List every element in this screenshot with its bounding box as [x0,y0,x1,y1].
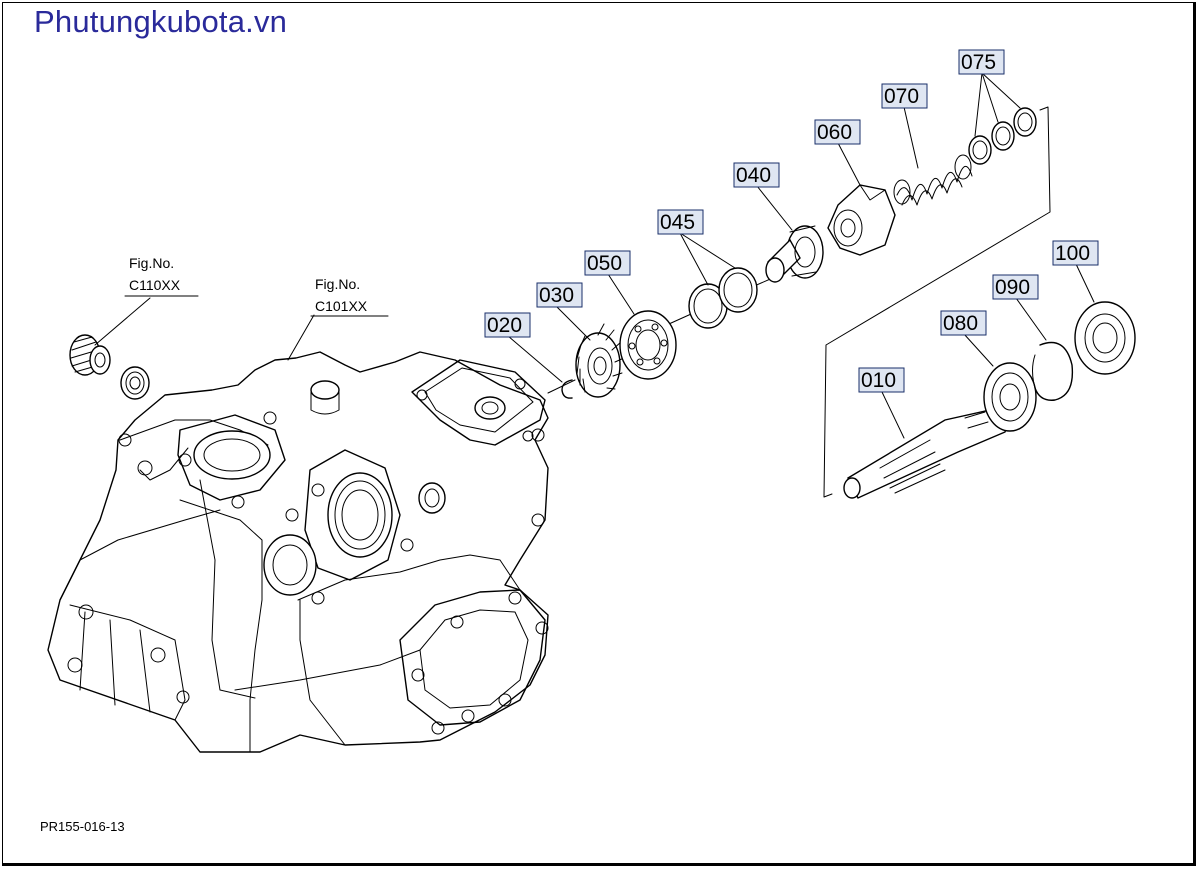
part-tag-020-label: 020 [487,314,522,337]
part-tag-030[interactable]: 030 [536,282,583,308]
part-060-coupler [827,184,896,256]
part-tag-075-label: 075 [961,51,996,74]
part-tag-030-label: 030 [539,284,574,307]
leader-lines [94,72,1095,439]
part-tag-050[interactable]: 050 [584,250,631,276]
part-010-shaft [843,409,1011,499]
part-070-spring [893,154,973,206]
ref-fig-c110xx-code: C110XX [129,277,181,293]
part-tag-010[interactable]: 010 [858,367,905,393]
part-tag-020[interactable]: 020 [484,312,531,338]
part-tag-060-label: 060 [817,121,852,144]
part-030-bevel-gear [575,323,625,398]
part-tag-045-label: 045 [660,211,695,234]
ref-fig-c101xx: Fig.No. C101XX [310,276,389,317]
part-tag-080[interactable]: 080 [940,310,987,336]
part-tag-045[interactable]: 045 [657,209,704,235]
part-tag-100[interactable]: 100 [1052,240,1099,266]
figure-code: PR155-016-13 [40,819,125,834]
part-040-hub [765,225,824,283]
ref-small-gear [69,334,111,376]
part-tag-100-label: 100 [1055,242,1090,265]
ref-fig-c101xx-title: Fig.No. [315,276,360,292]
part-020-circlip [561,379,573,399]
part-045-shims [688,267,758,329]
part-tag-090[interactable]: 090 [992,274,1039,300]
part-tag-080-label: 080 [943,312,978,335]
part-tag-040-label: 040 [736,164,771,187]
transmission-housing [47,351,549,753]
part-tag-060[interactable]: 060 [814,119,861,145]
ref-fig-c110xx-title: Fig.No. [129,255,174,271]
part-tag-070[interactable]: 070 [881,83,928,109]
ref-small-bearing [120,366,150,400]
part-tag-090-label: 090 [995,276,1030,299]
part-tag-075[interactable]: 075 [958,49,1005,75]
part-090-snap-ring [1032,341,1074,401]
ref-fig-c101xx-code: C101XX [315,298,368,314]
part-tag-010-label: 010 [861,369,896,392]
part-075-washers [968,107,1037,165]
part-050-ball-bearing [619,310,677,380]
subassembly-bracket [823,106,1051,498]
ref-fig-c110xx: Fig.No. C110XX [124,255,199,297]
part-tag-040[interactable]: 040 [733,162,780,188]
part-080-bearing [983,362,1037,432]
site-watermark: Phutungkubota.vn [34,4,288,39]
part-tag-070-label: 070 [884,85,919,108]
part-100-seal [1074,301,1136,375]
part-tag-050-label: 050 [587,252,622,275]
